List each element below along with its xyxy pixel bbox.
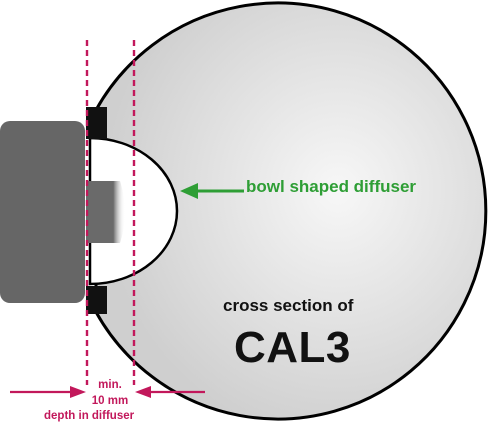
- cross-section-label: cross section of: [223, 296, 354, 315]
- model-label: CAL3: [234, 323, 351, 372]
- diffuser-label: bowl shaped diffuser: [246, 177, 417, 196]
- detector-body: [0, 121, 85, 303]
- dimension-min-label: min.: [98, 379, 122, 391]
- dimension-depth-label: depth in diffuser: [44, 410, 135, 422]
- clamp-bottom: [86, 286, 107, 314]
- dimension-value-label: 10 mm: [91, 395, 129, 407]
- dimension-arrow-left: [10, 386, 86, 398]
- diffuser-pointer-arrow: [180, 183, 244, 199]
- sensor-tip: [86, 181, 125, 243]
- clamp-top: [86, 107, 107, 139]
- dimension-arrow-right: [135, 386, 205, 398]
- integrating-sphere: [94, 1, 488, 421]
